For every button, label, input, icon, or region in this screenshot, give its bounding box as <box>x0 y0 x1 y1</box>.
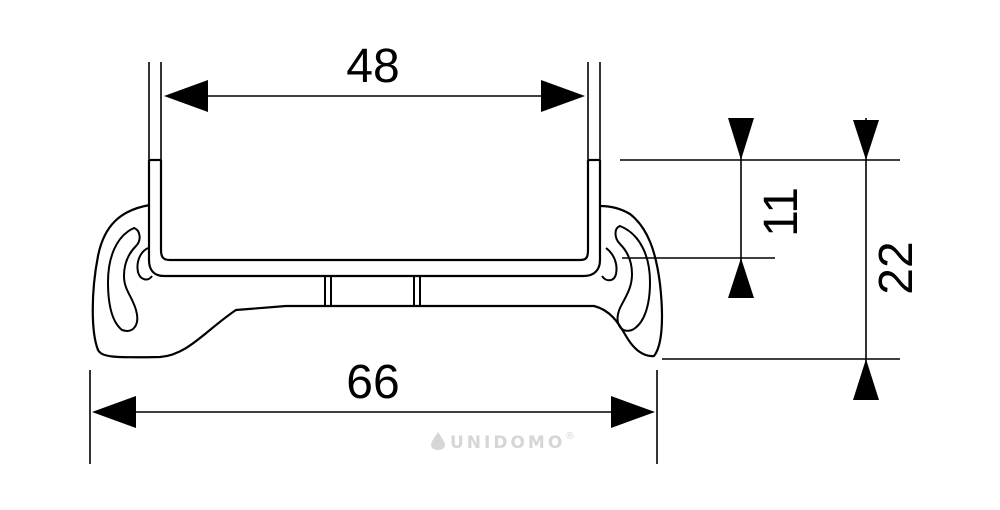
arrowhead <box>541 80 585 112</box>
registered-mark: ® <box>565 431 575 442</box>
channel-outer <box>147 160 602 278</box>
channel-inner <box>159 160 590 262</box>
arrowhead <box>728 258 754 298</box>
dimension-label-11: 11 <box>755 187 808 237</box>
drain-profile <box>91 203 664 359</box>
watermark-text: UNIDOMO <box>450 433 565 453</box>
height-extension-lines <box>620 159 900 360</box>
arrowhead <box>853 120 879 160</box>
right-cavity <box>614 224 652 332</box>
right-hook <box>601 247 618 282</box>
left-hook <box>136 247 153 281</box>
arrowhead <box>164 80 208 112</box>
drop-icon <box>431 432 445 450</box>
center-support <box>324 276 421 306</box>
watermark: UNIDOMO ® <box>431 431 575 453</box>
dimension-66: 66 <box>89 356 658 464</box>
dimension-11: 11 <box>728 118 808 298</box>
dimension-label-22: 22 <box>870 241 923 294</box>
arrowhead <box>611 396 655 428</box>
arrowhead <box>92 396 136 428</box>
dimension-22: 22 <box>853 118 923 400</box>
grate-channel <box>147 158 602 278</box>
arrowhead <box>853 359 879 400</box>
arrowhead <box>728 118 754 160</box>
dimension-48: 48 <box>148 40 601 160</box>
left-cavity <box>106 226 141 332</box>
dimension-label-66: 66 <box>346 356 399 409</box>
profile-outline <box>91 203 664 359</box>
dimension-label-48: 48 <box>346 40 399 93</box>
